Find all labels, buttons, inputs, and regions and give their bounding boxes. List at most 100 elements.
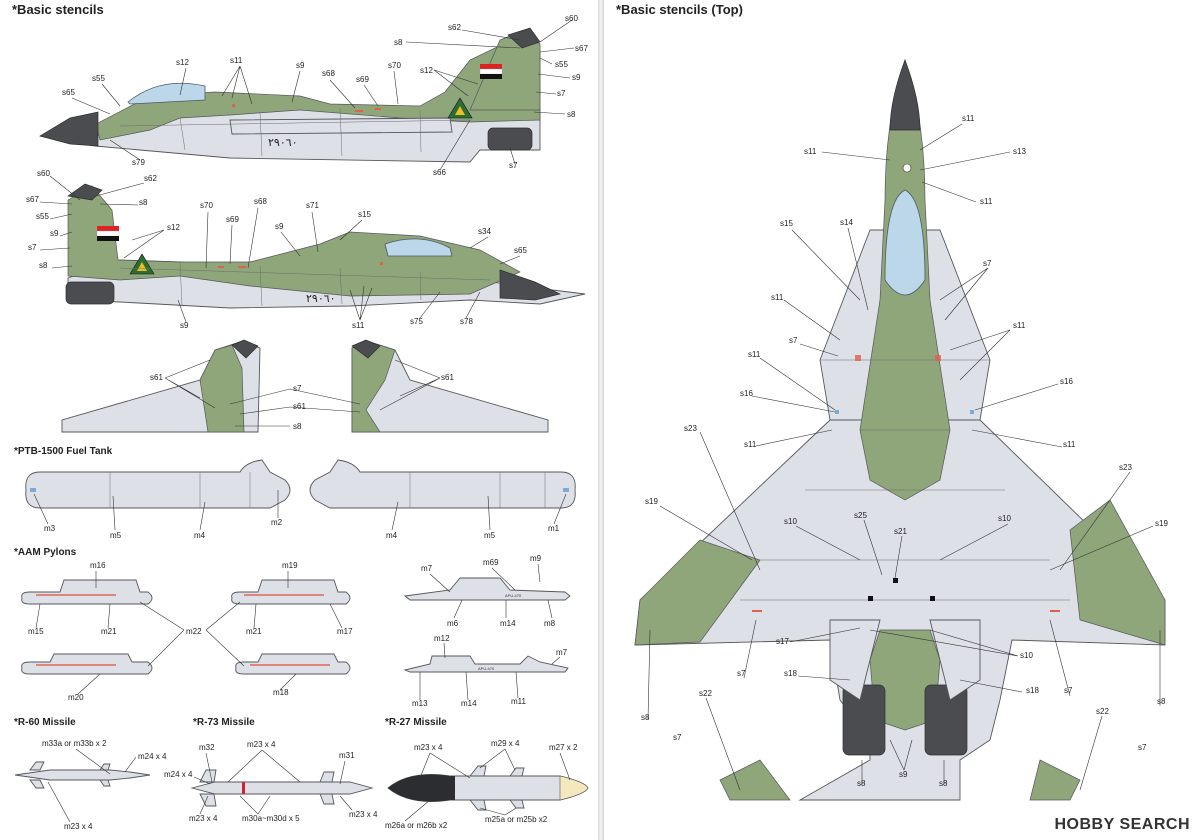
label: s9 — [275, 222, 284, 231]
label: m3 — [44, 524, 56, 533]
label: s67 — [26, 195, 39, 204]
label: s12 — [176, 58, 189, 67]
label: s9 — [899, 770, 908, 779]
label: s18 — [1026, 686, 1039, 695]
header-ptb-1500: *PTB-1500 Fuel Tank — [14, 446, 113, 457]
label: m5 — [484, 531, 496, 540]
label: s7 — [293, 384, 302, 393]
label: s55 — [555, 60, 568, 69]
side-view-left-labels: s62 s60 s8 s67 s55 s9 s7 s12 s11 s9 s68 … — [62, 14, 588, 177]
label: m32 — [199, 743, 215, 752]
label: s11 — [1063, 440, 1076, 449]
label: s7 — [1138, 743, 1147, 752]
label: s15 — [358, 210, 371, 219]
label: s11 — [352, 321, 365, 330]
side-view-right-labels: s60 s62 s67 s8 s55 s12 s9 s7 s8 s70 s69 … — [26, 169, 527, 330]
label: m26a or m26b x2 — [385, 821, 448, 830]
label: s69 — [226, 215, 239, 224]
label: s22 — [1096, 707, 1109, 716]
header-r73-missile: *R-73 Missile — [193, 717, 255, 728]
label: m22 — [186, 627, 202, 636]
label: s23 — [1119, 463, 1132, 472]
label: m19 — [282, 561, 298, 570]
label: m33a or m33b x 2 — [42, 739, 107, 748]
header-basic-stencils-top: *Basic stencils (Top) — [616, 2, 743, 17]
label: s8 — [394, 38, 403, 47]
label: s70 — [200, 201, 213, 210]
header-r60-missile: *R-60 Missile — [14, 717, 76, 728]
label: s55 — [36, 212, 49, 221]
label: s8 — [293, 422, 302, 431]
label: s11 — [744, 440, 757, 449]
label: m9 — [530, 554, 542, 563]
label: s61 — [150, 373, 163, 382]
aam-pylons: APU-470 APU-470 m16 m19 m15 m21 m22 m21 … — [21, 554, 571, 708]
label: s9 — [572, 73, 581, 82]
label: s66 — [433, 168, 446, 177]
fuel-tanks: m3 m5 m4 m2 m4 m5 m1 — [25, 459, 576, 540]
label: s10 — [784, 517, 797, 526]
label: m12 — [434, 634, 450, 643]
label: m13 — [412, 699, 428, 708]
page-fold — [598, 0, 604, 840]
label: s75 — [410, 317, 423, 326]
label: s11 — [771, 293, 784, 302]
label: m25a or m25b x2 — [485, 815, 548, 824]
label: m21 — [101, 627, 117, 636]
label: s7 — [557, 89, 566, 98]
label: m1 — [548, 524, 560, 533]
pylon-text: APU-470 — [478, 666, 495, 671]
label: m14 — [461, 699, 477, 708]
side-view-right: ٢٩٠٦٠ — [65, 183, 586, 309]
label: s9 — [50, 229, 59, 238]
label: s11 — [1013, 321, 1026, 330]
label: m23 x 4 — [414, 743, 443, 752]
label: s61 — [293, 402, 306, 411]
serial-number-2: ٢٩٠٦٠ — [306, 292, 336, 305]
label: s60 — [565, 14, 578, 23]
label: s8 — [857, 779, 866, 788]
label: s23 — [684, 424, 697, 433]
label: s8 — [139, 198, 148, 207]
label: s69 — [356, 75, 369, 84]
label: s8 — [641, 713, 650, 722]
r60-missile: m33a or m33b x 2 m24 x 4 m23 x 4 — [14, 739, 167, 831]
label: s12 — [167, 223, 180, 232]
logo-text: HOBBY SEARCH — [1054, 816, 1190, 833]
pylon-text: APU-470 — [505, 593, 522, 598]
label: s9 — [296, 61, 305, 70]
label: s7 — [789, 336, 798, 345]
label: m20 — [68, 693, 84, 702]
label: s78 — [460, 317, 473, 326]
label: m4 — [194, 531, 206, 540]
label: s13 — [1013, 147, 1026, 156]
label: s11 — [962, 114, 975, 123]
label: s11 — [980, 197, 993, 206]
label: m23 x 4 — [64, 822, 93, 831]
label: m24 x 4 — [138, 752, 167, 761]
label: s79 — [132, 158, 145, 167]
label: s67 — [575, 44, 588, 53]
label: s8 — [567, 110, 576, 119]
label: s7 — [673, 733, 682, 742]
label: s7 — [737, 669, 746, 678]
label: s65 — [62, 88, 75, 97]
header-basic-stencils: *Basic stencils — [12, 2, 104, 17]
label: s8 — [939, 779, 948, 788]
label: m2 — [271, 518, 283, 527]
label: m8 — [544, 619, 556, 628]
label: s7 — [509, 161, 518, 170]
label: s11 — [230, 56, 243, 65]
label: s11 — [748, 350, 761, 359]
hobby-search-logo: HOBBY SEARCH — [1055, 816, 1191, 834]
label: s15 — [780, 219, 793, 228]
label: m7 — [421, 564, 433, 573]
label: m16 — [90, 561, 106, 570]
label: s22 — [699, 689, 712, 698]
label: m5 — [110, 531, 122, 540]
label: m4 — [386, 531, 398, 540]
label: m14 — [500, 619, 516, 628]
label: s62 — [448, 23, 461, 32]
r27-missile: m23 x 4 m29 x 4 m27 x 2 m26a or m26b x2 … — [385, 739, 589, 830]
label: s10 — [1020, 651, 1033, 660]
